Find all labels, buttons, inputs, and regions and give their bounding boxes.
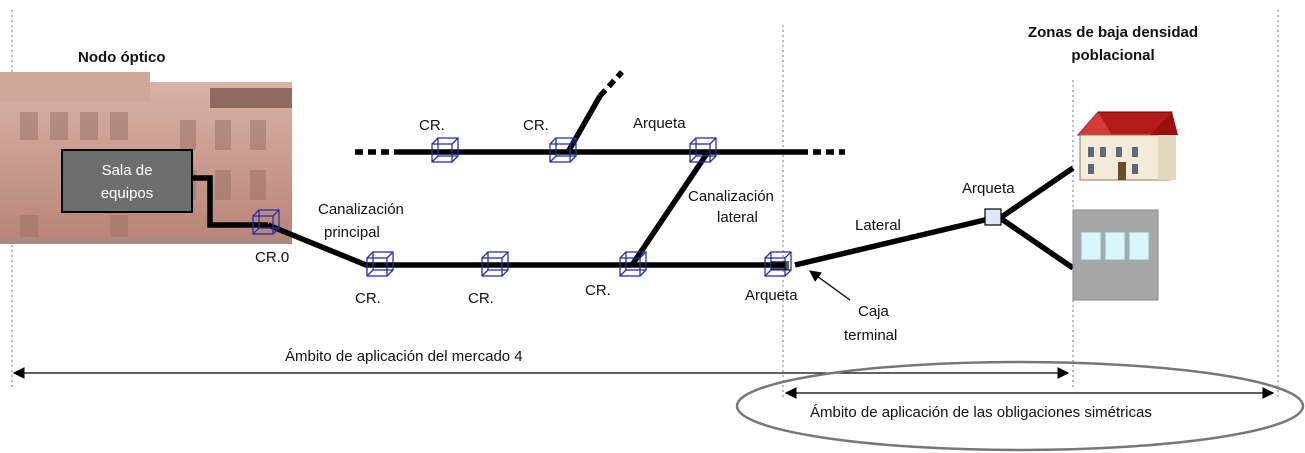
- label-canalizacion-principal-1: Canalización: [318, 201, 404, 218]
- label-canalizacion-lateral-1: Canalización: [688, 188, 774, 205]
- apartment-block-icon: [1072, 209, 1159, 301]
- label-cr-1: CR.: [355, 290, 381, 307]
- cable-to-house: [998, 165, 1075, 221]
- label-caja-terminal-1: Caja: [858, 303, 890, 320]
- label-canalizacion-lateral-2: lateral: [717, 209, 758, 226]
- label-arqueta-upper: Arqueta: [633, 115, 686, 132]
- optical-node-title: Nodo óptico: [78, 49, 165, 66]
- cable-to-block: [998, 215, 1075, 271]
- label-cr0: CR.0: [255, 249, 289, 266]
- cable-canalizacion-principal: [266, 222, 785, 268]
- label-cr-3: CR.: [585, 282, 611, 299]
- label-cr-upper-1: CR.: [419, 117, 445, 134]
- caja-terminal-arrow: [809, 270, 851, 301]
- cable-lateral: [794, 215, 994, 268]
- label-canalizacion-principal-2: principal: [324, 224, 380, 241]
- cable-sala-to-cr0: [192, 175, 268, 228]
- symmetric-scope-label: Ámbito de aplicación de las obligaciones…: [810, 404, 1152, 421]
- equipment-room-box: [61, 149, 193, 213]
- zones-title-2: poblacional: [1071, 47, 1154, 64]
- market4-scope-label: Ámbito de aplicación del mercado 4: [285, 348, 523, 365]
- equipment-room-label-2: equipos: [101, 185, 154, 202]
- label-caja-terminal-2: terminal: [844, 327, 897, 344]
- label-cr-upper-2: CR.: [523, 117, 549, 134]
- arqueta-small-box: [984, 208, 1002, 226]
- label-cr-2: CR.: [468, 290, 494, 307]
- label-arqueta-lower: Arqueta: [745, 287, 798, 304]
- terminal-box: [771, 261, 789, 270]
- cable-branch-up-dashed: [597, 70, 625, 98]
- zones-title-1: Zonas de baja densidad: [1028, 24, 1198, 41]
- equipment-room-label-1: Sala de: [102, 162, 153, 179]
- cable-branch-up: [565, 94, 603, 154]
- house-icon: [1076, 111, 1178, 181]
- symmetric-scope-ellipse: [735, 360, 1305, 452]
- cable-canalizacion-lateral: [629, 150, 711, 267]
- label-arqueta-right: Arqueta: [962, 180, 1015, 197]
- label-lateral: Lateral: [855, 217, 901, 234]
